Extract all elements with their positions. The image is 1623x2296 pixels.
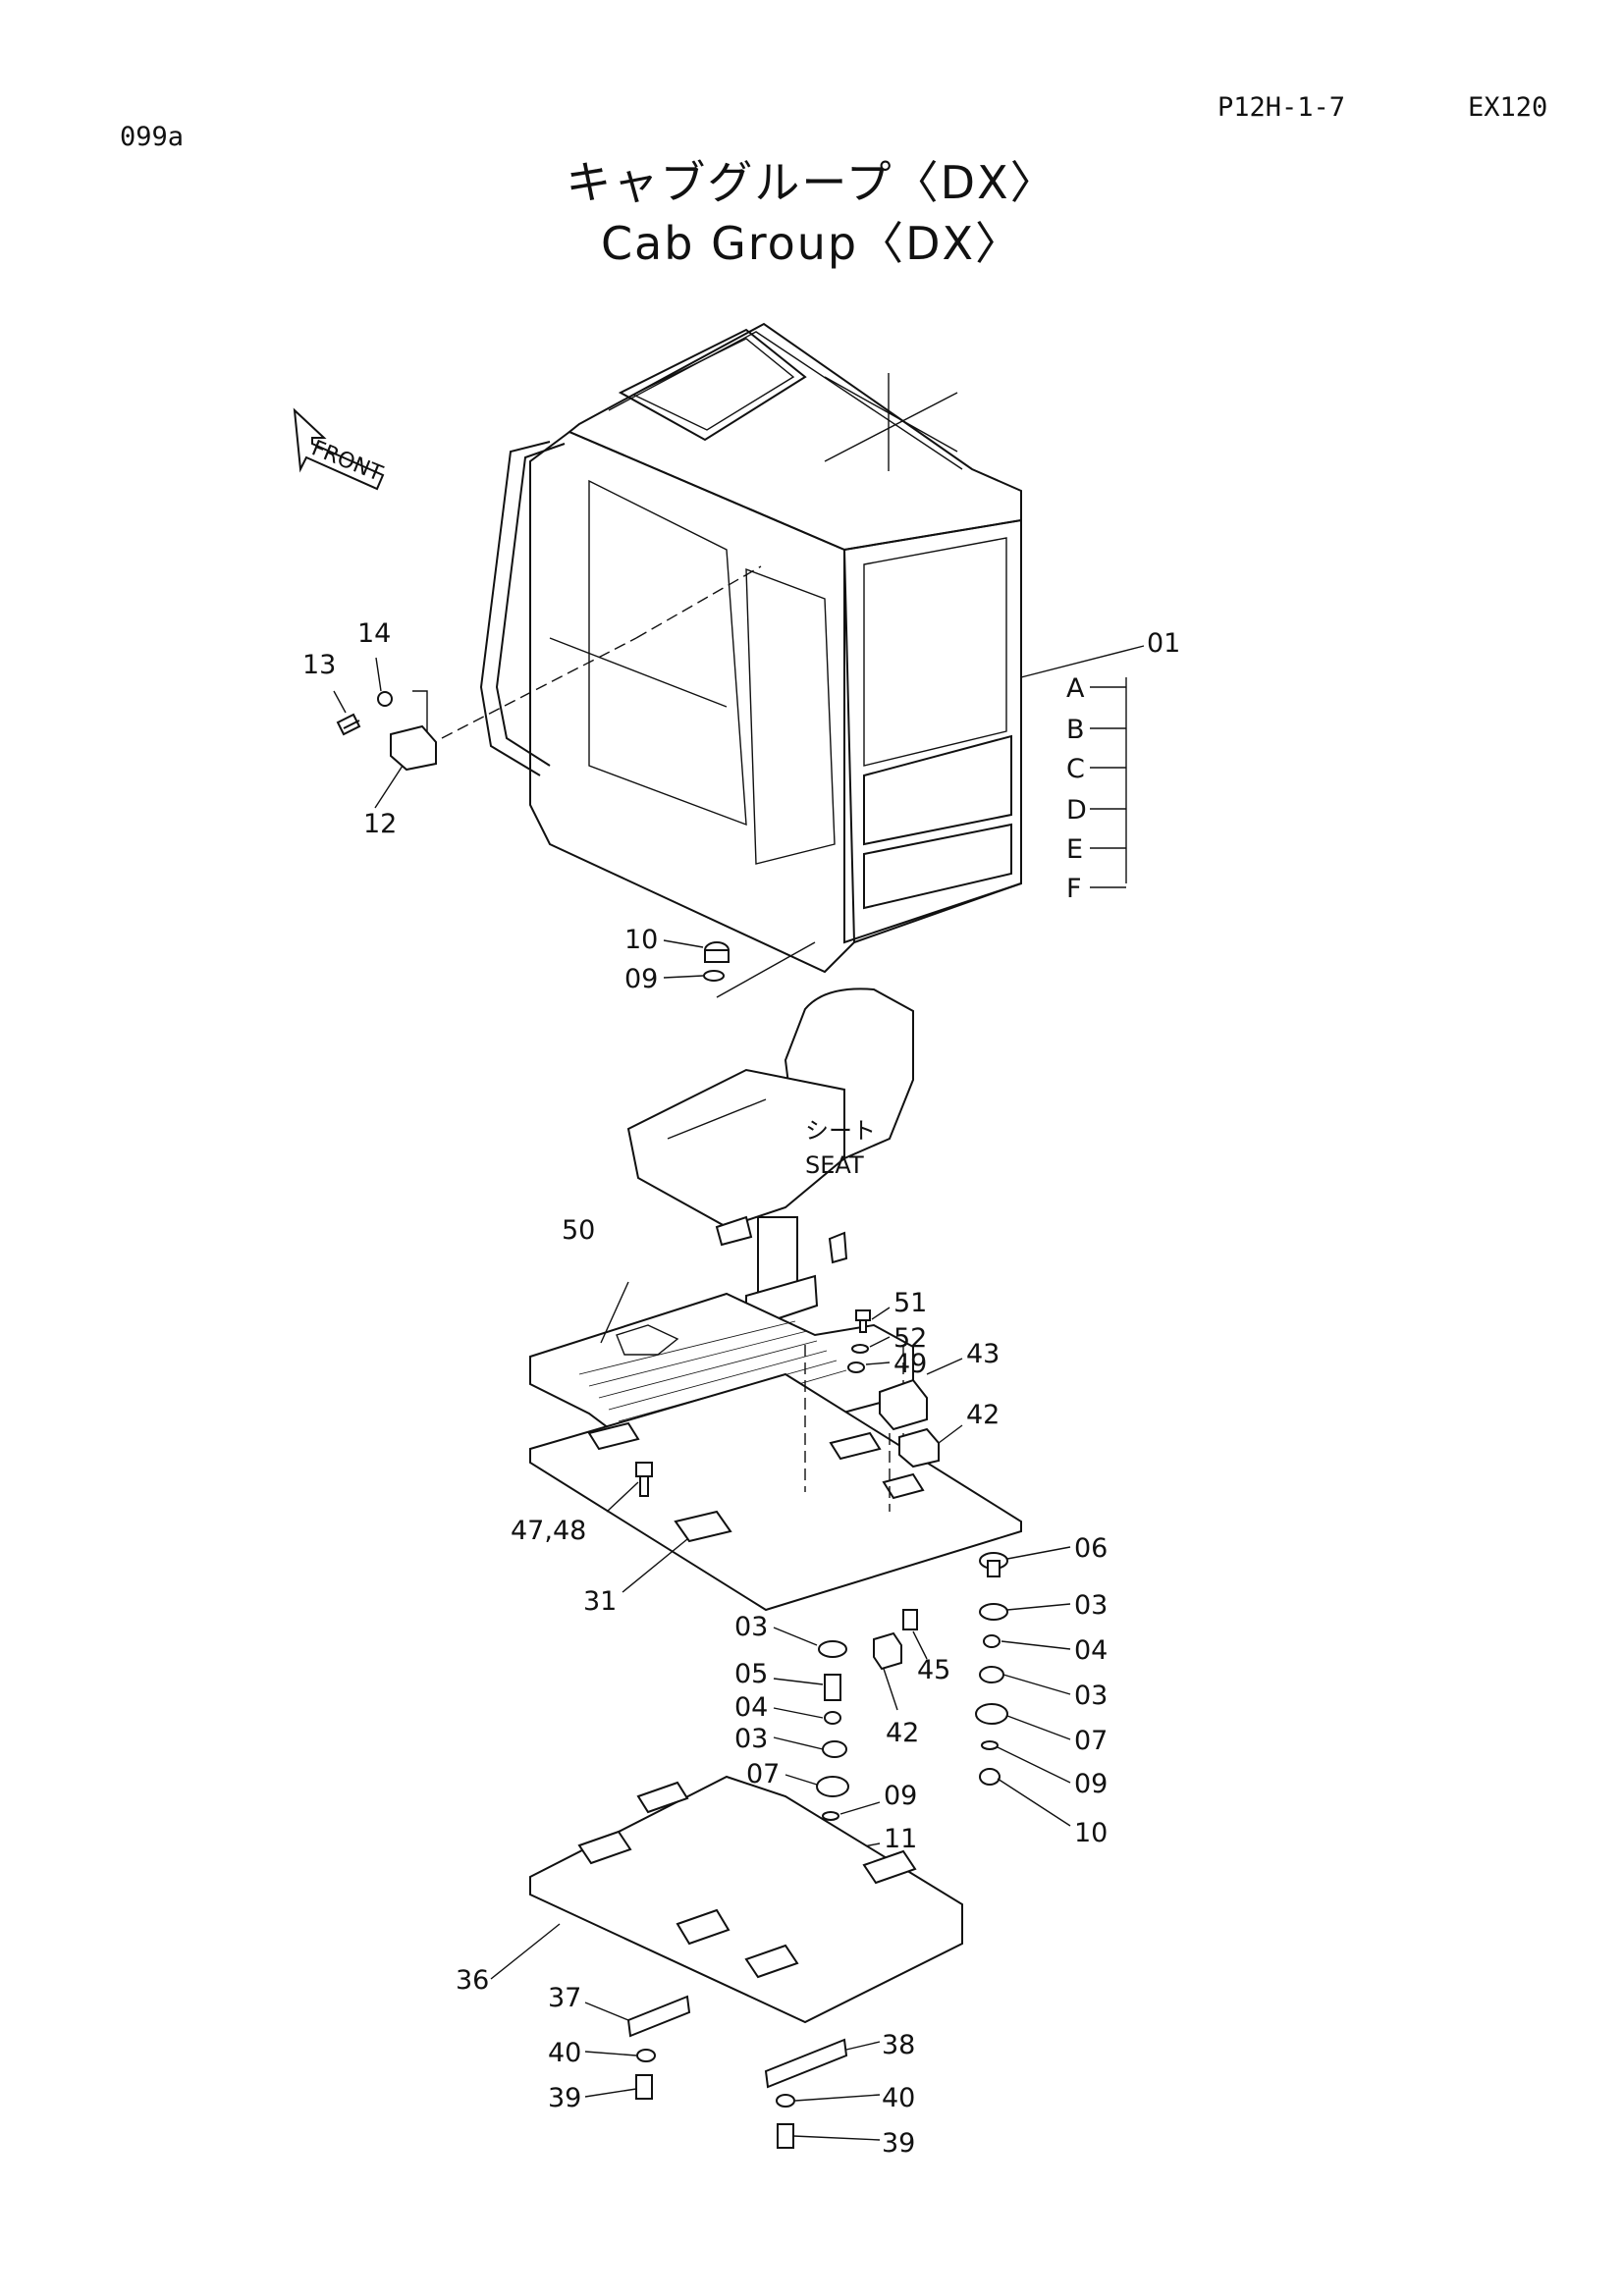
page-code: 099a — [120, 122, 185, 152]
label-42-lower: 42 — [886, 1718, 919, 1748]
mount-stack-right — [975, 1546, 1071, 1827]
label-40-right: 40 — [882, 2083, 915, 2113]
label-13: 13 — [302, 650, 336, 680]
label-40-left: 40 — [548, 2038, 581, 2068]
front-arrow: FRONT — [293, 407, 387, 491]
label-31: 31 — [583, 1586, 617, 1617]
label-37: 37 — [548, 1983, 581, 2013]
label-03-right-2: 03 — [1074, 1681, 1108, 1711]
label-E: E — [1066, 834, 1083, 865]
cab-mount-hardware — [663, 939, 730, 982]
bracket-parts — [333, 657, 437, 809]
label-49: 49 — [893, 1349, 927, 1379]
label-09-top: 09 — [624, 964, 658, 994]
seat-bolts — [847, 1307, 891, 1373]
label-39-right: 39 — [882, 2128, 915, 2159]
label-B: B — [1066, 715, 1085, 745]
label-47-48: 47,48 — [511, 1516, 586, 1546]
label-09-left: 09 — [884, 1781, 917, 1811]
base-plate — [490, 1775, 963, 2024]
callout-labels: 01 A B C D E F 12 13 14 10 09 50 51 52 4… — [302, 618, 1180, 2159]
label-10-right: 10 — [1074, 1818, 1108, 1848]
title-english: Cab Group〈DX〉 — [600, 217, 1023, 270]
label-D: D — [1066, 795, 1087, 826]
seat-label-en: SEAT — [805, 1151, 864, 1179]
label-52: 52 — [893, 1323, 927, 1354]
label-45: 45 — [917, 1655, 950, 1685]
base-rails — [584, 1995, 881, 2149]
reference-code: P12H-1-7 — [1217, 92, 1346, 123]
label-05: 05 — [734, 1659, 768, 1689]
label-03-right-1: 03 — [1074, 1590, 1108, 1621]
seat-label-jp: シート — [805, 1117, 876, 1145]
label-07-left: 07 — [746, 1759, 780, 1789]
title-japanese: キャブグループ〈DX〉 — [566, 156, 1057, 209]
label-03-left-2: 03 — [734, 1724, 768, 1754]
label-10-top: 10 — [624, 925, 658, 955]
label-51: 51 — [893, 1288, 927, 1318]
label-01: 01 — [1147, 628, 1180, 659]
label-39-left: 39 — [548, 2083, 581, 2113]
label-06: 06 — [1074, 1533, 1108, 1564]
label-12: 12 — [363, 809, 397, 839]
label-14: 14 — [357, 618, 391, 649]
label-04-right: 04 — [1074, 1635, 1108, 1666]
label-42-upper: 42 — [966, 1400, 1000, 1430]
floor-plate — [529, 1345, 1022, 1612]
label-11: 11 — [884, 1824, 917, 1854]
rubber-bushings — [873, 1358, 963, 1711]
label-03-left-1: 03 — [734, 1612, 768, 1642]
label-36: 36 — [456, 1965, 489, 1996]
label-F: F — [1066, 874, 1082, 904]
model-code: EX120 — [1468, 92, 1548, 123]
cab-assembly — [441, 322, 1145, 998]
label-07-right: 07 — [1074, 1726, 1108, 1756]
bolt-47-48 — [606, 1462, 653, 1513]
seat: シート SEAT — [626, 988, 914, 1321]
label-09-right: 09 — [1074, 1769, 1108, 1799]
label-43: 43 — [966, 1339, 1000, 1369]
label-C: C — [1066, 754, 1085, 784]
label-50: 50 — [562, 1215, 595, 1246]
label-A: A — [1066, 673, 1085, 704]
label-04-left: 04 — [734, 1692, 768, 1723]
label-38: 38 — [882, 2030, 915, 2060]
front-label: FRONT — [308, 436, 387, 487]
